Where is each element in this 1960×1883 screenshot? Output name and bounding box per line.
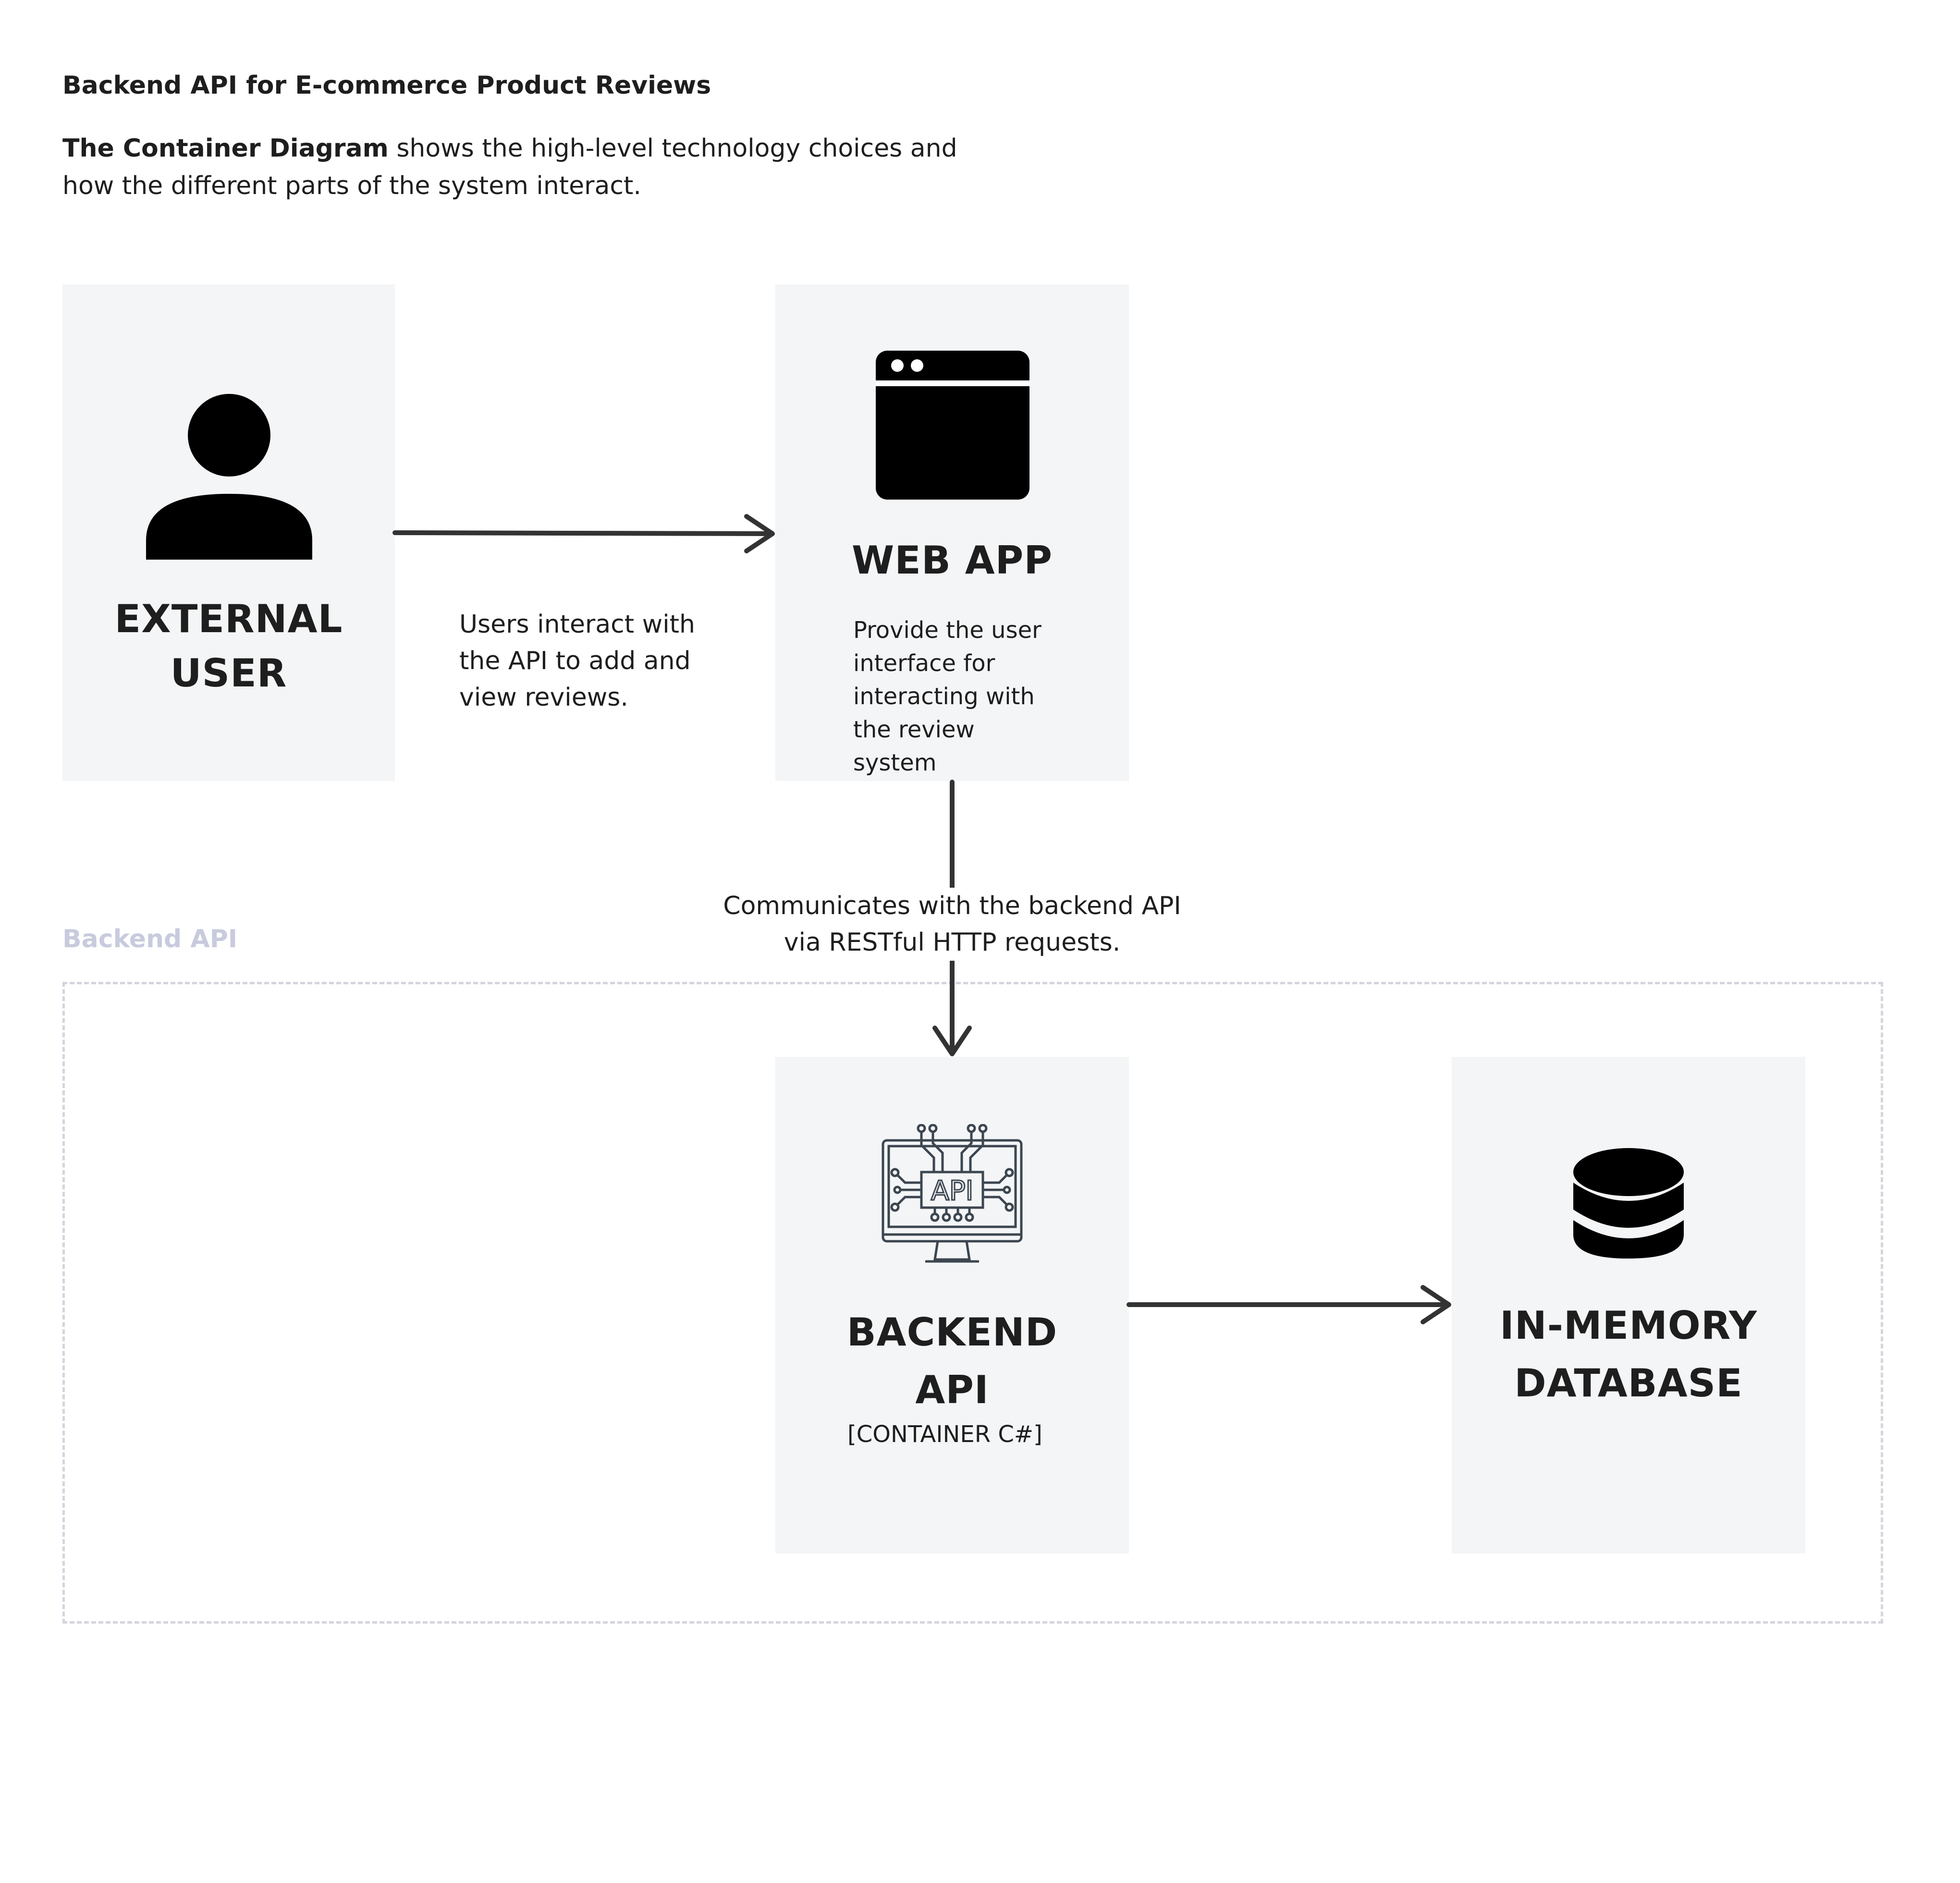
diagram-title: Backend API for E-commerce Product Revie… <box>62 71 711 100</box>
backend-api-boundary <box>62 982 1883 1624</box>
node-web-app[interactable]: WEB APP Provide the user interface for i… <box>775 284 1129 781</box>
node-in-memory-database[interactable]: IN-MEMORY DATABASE <box>1452 1057 1805 1553</box>
edge-label-webapp-to-api: Communicates with the backend API via RE… <box>702 888 1202 961</box>
arrowhead-api-to-db <box>1421 1285 1451 1324</box>
api-icon-text: API <box>931 1175 974 1207</box>
web-app-title: WEB APP <box>852 538 1053 583</box>
backend-api-title-line2: API <box>915 1368 989 1412</box>
arrowhead-user-to-webapp <box>744 514 775 553</box>
backend-api-tech: [CONTAINER C#] <box>847 1421 1042 1448</box>
database-title: IN-MEMORY DATABASE <box>1452 1297 1805 1412</box>
backend-api-title: BACKEND API <box>775 1304 1129 1419</box>
edge-label-user-to-webapp: Users interact with the API to add and v… <box>459 610 696 712</box>
backend-api-title-line1: BACKEND <box>846 1310 1058 1355</box>
arrowhead-webapp-to-api <box>932 1026 972 1056</box>
database-title-line2: DATABASE <box>1514 1361 1743 1406</box>
node-backend-api[interactable]: API <box>775 1057 1129 1553</box>
api-monitor-icon: API <box>881 1124 1023 1268</box>
person-icon <box>145 394 313 562</box>
intro-text: shows the high-level technology choices … <box>62 134 957 200</box>
external-user-title-line1: EXTERNAL <box>114 597 343 641</box>
external-user-title-line2: USER <box>170 651 287 696</box>
web-app-description: Provide the user interface for interacti… <box>853 617 1041 776</box>
diagram-intro: The Container Diagram shows the high-lev… <box>62 130 975 205</box>
external-user-title: EXTERNAL USER <box>62 592 395 700</box>
boundary-label: Backend API <box>62 925 238 954</box>
browser-window-icon <box>876 351 1029 500</box>
intro-bold-text: The Container Diagram <box>62 134 389 163</box>
arrow-user-to-webapp <box>392 530 773 536</box>
database-icon <box>1573 1148 1684 1259</box>
node-external-user[interactable]: EXTERNAL USER <box>62 284 395 781</box>
database-title-line1: IN-MEMORY <box>1500 1303 1757 1348</box>
